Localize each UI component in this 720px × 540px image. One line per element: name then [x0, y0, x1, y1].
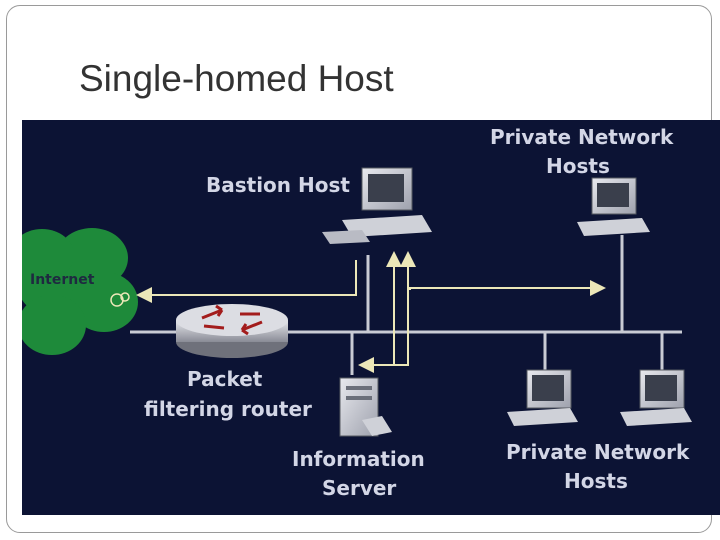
private-network-top-label-line1: Private Network [490, 125, 674, 149]
router-label-line1: Packet [187, 367, 263, 391]
private-host-top-workstation-icon [577, 177, 650, 236]
bastion-host-label: Bastion Host [206, 173, 350, 197]
information-server-label-line1: Information [292, 447, 425, 471]
internet-label: Internet [30, 272, 95, 288]
router-icon [176, 304, 288, 358]
information-server-label-line2: Server [322, 476, 396, 500]
slide-title: Single-homed Host [79, 58, 394, 99]
private-network-bottom-label-line2: Hosts [564, 469, 628, 493]
traffic-arrows [136, 251, 606, 373]
network-diagram: Internet [22, 120, 720, 515]
private-host-bottom-right-workstation-icon [620, 369, 692, 426]
private-network-top-label-line2: Hosts [546, 154, 610, 178]
private-host-bottom-left-workstation-icon [507, 369, 578, 426]
bastion-host-workstation-icon [322, 167, 432, 244]
router-label-line2: filtering router [144, 397, 312, 421]
internet-cloud-icon [22, 228, 138, 355]
private-network-bottom-label-line1: Private Network [506, 440, 690, 464]
network-diagram-svg: Internet [22, 125, 692, 500]
information-server-icon [339, 377, 392, 437]
